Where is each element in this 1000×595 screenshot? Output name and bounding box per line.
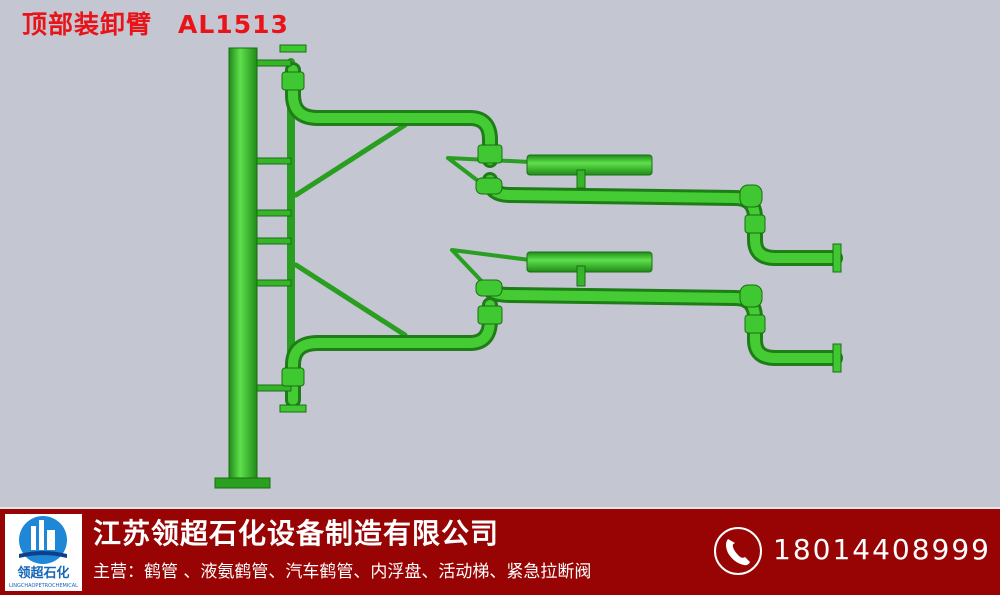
company-logo: 领超石化 LINGCHAOPETROCHEMICAL xyxy=(5,514,82,591)
loading-arm-drawing xyxy=(214,44,843,489)
phone-number: 18014408999 xyxy=(773,533,991,566)
logo-text-cn: 领超石化 xyxy=(17,566,70,581)
page-title: 顶部装卸臂 AL1513 xyxy=(22,10,289,40)
product-model: AL1513 xyxy=(178,10,289,39)
logo-text-en: LINGCHAOPETROCHEMICAL xyxy=(9,583,78,589)
product-name: 顶部装卸臂 xyxy=(22,10,153,39)
phone-icon xyxy=(714,527,762,575)
logo-emblem-icon xyxy=(19,516,67,564)
business-scope: 主营：鹤管 、液氨鹤管、汽车鹤管、内浮盘、活动梯、紧急拉断阀 xyxy=(93,562,592,582)
footer: 领超石化 LINGCHAOPETROCHEMICAL 江苏领超石化设备制造有限公… xyxy=(0,507,1000,595)
company-name: 江苏领超石化设备制造有限公司 xyxy=(93,517,500,550)
